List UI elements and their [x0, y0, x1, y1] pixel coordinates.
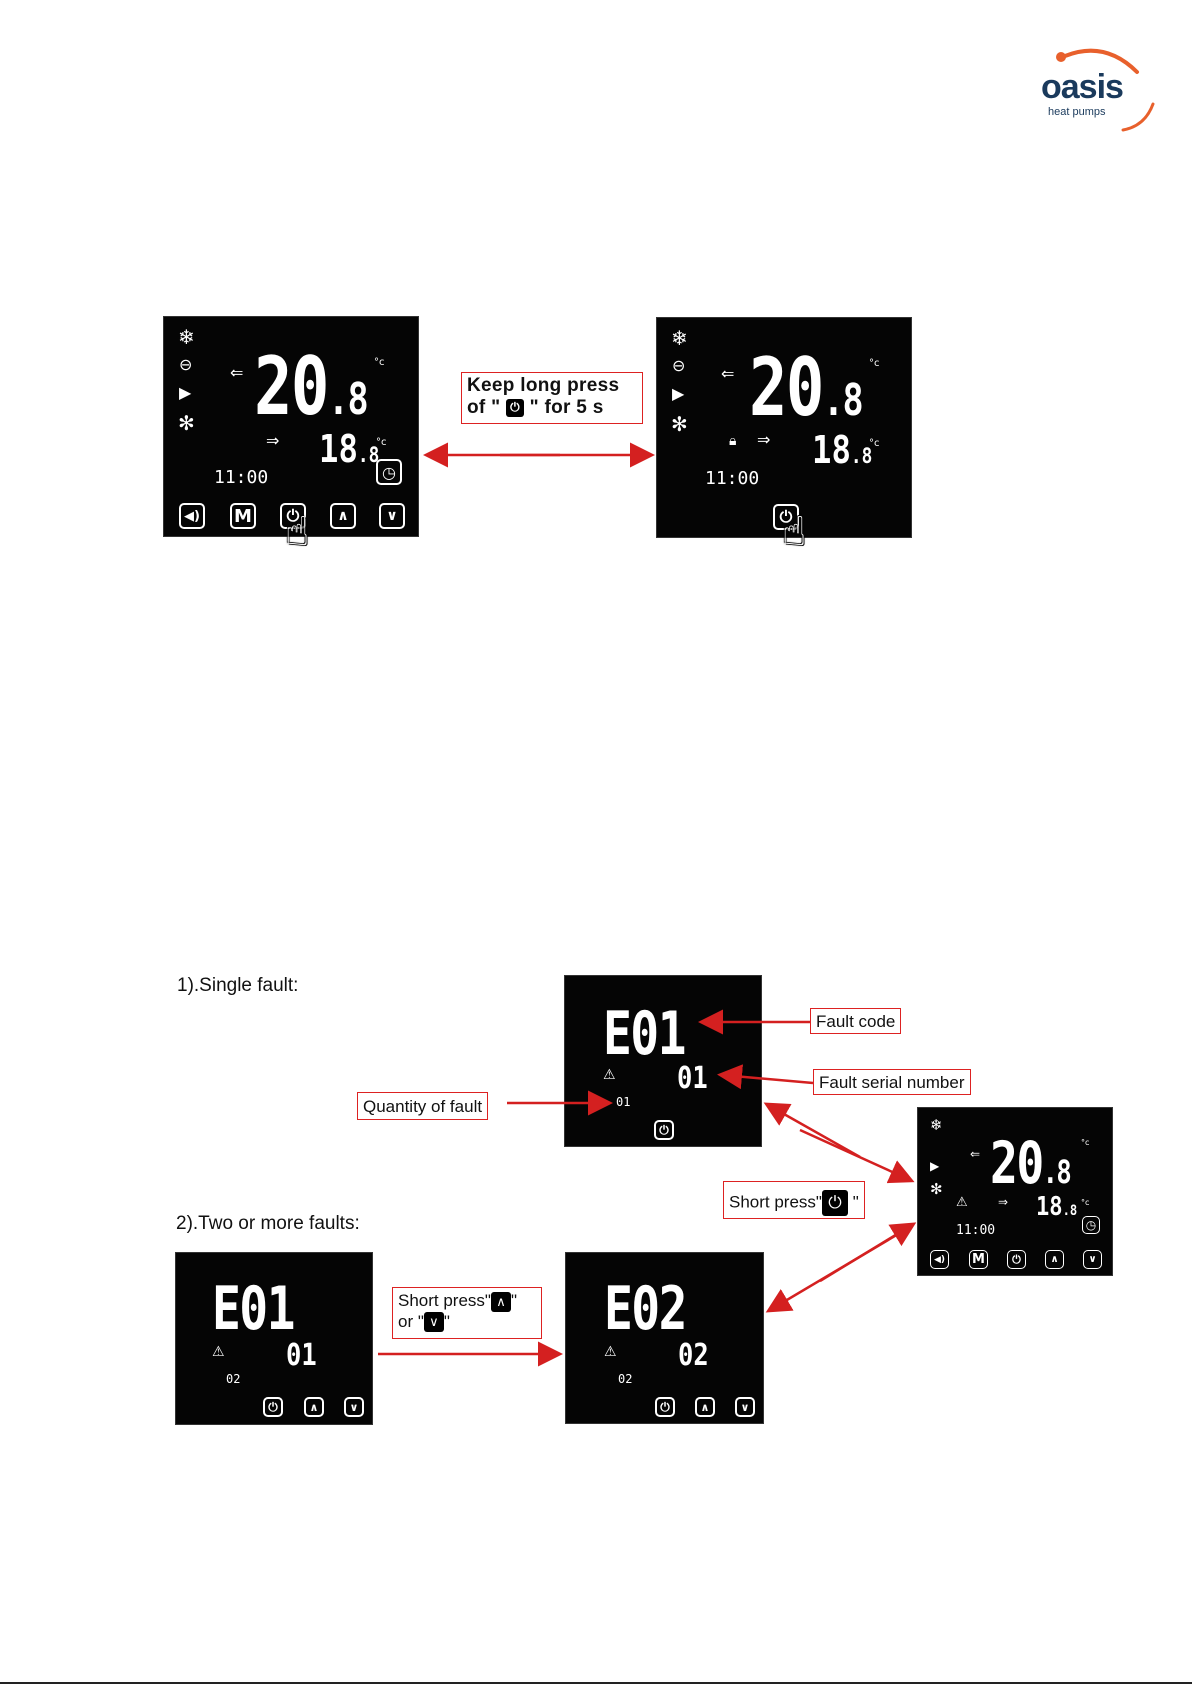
clock-time: 11:00: [956, 1223, 996, 1238]
inlet-icon: ⇐: [970, 1147, 981, 1161]
power-button[interactable]: ⏻: [263, 1397, 283, 1417]
logo-tagline: heat pumps: [1048, 106, 1106, 118]
warning-icon: ⚠: [604, 1344, 617, 1360]
mode-button[interactable]: M: [969, 1250, 988, 1269]
down-button[interactable]: ∨: [344, 1397, 364, 1417]
main-temperature: 20.8: [749, 341, 864, 434]
label-fault-serial: Fault serial number: [813, 1069, 971, 1095]
down-icon: ∨: [423, 1312, 444, 1333]
down-button[interactable]: ∨: [1083, 1250, 1102, 1269]
play-icon: ▶: [179, 383, 192, 402]
mode-minus-icon: ⊖: [672, 356, 686, 375]
footer-rule: [0, 1682, 1192, 1684]
mute-button[interactable]: ◀): [179, 503, 205, 529]
long-press-callout: Keep long press of " ⏻ " for 5 s: [461, 372, 643, 424]
power-button[interactable]: ⏻: [773, 504, 799, 530]
inlet-icon: ⇐: [230, 363, 244, 382]
sub-temperature: 18.8: [812, 428, 873, 472]
warning-icon: ⚠: [212, 1344, 225, 1360]
multi-fault-panel-1: E01 ⚠ 01 02 ⏻ ∧ ∨: [175, 1252, 373, 1425]
logo-wordmark: oasis: [1041, 68, 1124, 106]
down-button[interactable]: ∨: [735, 1397, 755, 1417]
timer-icon[interactable]: ◷: [1082, 1216, 1100, 1234]
main-unit: °c: [869, 358, 880, 369]
short-press-updown-callout: Short press"∧" or "∨": [392, 1287, 542, 1339]
fault-serial: 01: [286, 1338, 317, 1373]
fault-code: E01: [212, 1274, 296, 1344]
sub-unit: °c: [869, 438, 880, 449]
short-press-power-callout: Short press"⏻ ": [723, 1181, 865, 1219]
up-button[interactable]: ∧: [695, 1397, 715, 1417]
fault-quantity: 02: [226, 1372, 241, 1386]
main-temperature: 20.8: [990, 1129, 1072, 1197]
logo-swoosh-icon: [1056, 48, 1155, 132]
outlet-icon: ⇒: [266, 431, 280, 450]
mode-minus-icon: ⊖: [179, 355, 193, 374]
clock-time: 11:00: [214, 467, 269, 488]
up-button[interactable]: ∧: [1045, 1250, 1064, 1269]
sub-unit: °c: [1081, 1198, 1090, 1207]
pointing-hand-icon: ☝: [782, 509, 807, 555]
power-button[interactable]: ⏻: [654, 1120, 674, 1140]
controller-panel-locked: ❄ ⊖ ▶ ✻ ⇐ 20.8 °c 🔒︎ ⇒ 18.8 °c 11:00 ⏻: [656, 317, 912, 538]
sub-temperature: 18.8: [1036, 1192, 1078, 1222]
clock-time: 11:00: [705, 468, 760, 489]
up-button[interactable]: ∧: [304, 1397, 324, 1417]
up-icon: ∧: [490, 1291, 511, 1312]
snowflake-icon: ❄: [178, 325, 195, 349]
mute-button[interactable]: ◀): [930, 1250, 949, 1269]
mode-button[interactable]: M: [230, 503, 256, 529]
main-unit: °c: [374, 357, 385, 368]
power-button[interactable]: ⏻: [280, 503, 306, 529]
timer-icon[interactable]: ◷: [376, 459, 402, 485]
power-icon: ⏻: [821, 1190, 848, 1216]
snowflake-icon: ❄: [930, 1116, 943, 1134]
fault-code: E01: [603, 999, 687, 1069]
heading-multiple-faults: 2).Two or more faults:: [176, 1213, 360, 1234]
snowflake-icon: ❄: [671, 326, 688, 350]
fan-icon: ✻: [671, 412, 688, 436]
fan-icon: ✻: [930, 1180, 943, 1198]
lock-icon: 🔒︎: [729, 433, 737, 449]
fault-serial-arrow: [717, 1064, 814, 1090]
label-fault-quantity: Quantity of fault: [357, 1092, 489, 1120]
sub-unit: °c: [376, 437, 387, 448]
fan-icon: ✻: [178, 411, 195, 435]
outlet-icon: ⇒: [998, 1195, 1009, 1209]
inlet-icon: ⇐: [721, 364, 735, 383]
multi2-to-normal-arrow: [819, 1222, 917, 1283]
up-button[interactable]: ∧: [330, 503, 356, 529]
heading-single-fault: 1).Single fault:: [177, 975, 299, 996]
oasis-logo: oasis heat pumps: [1035, 44, 1165, 136]
outlet-icon: ⇒: [757, 430, 771, 449]
fault-code: E02: [604, 1274, 688, 1344]
fault-serial: 01: [677, 1061, 708, 1096]
warning-icon: ⚠: [603, 1067, 616, 1083]
multi-fault-panel-2: E02 ⚠ 02 02 ⏻ ∧ ∨: [565, 1252, 764, 1424]
power-button[interactable]: ⏻: [1007, 1250, 1026, 1269]
power-button[interactable]: ⏻: [655, 1397, 675, 1417]
play-icon: ▶: [672, 384, 685, 403]
label-fault-code: Fault code: [810, 1008, 902, 1034]
power-icon: ⏻: [506, 398, 525, 417]
main-unit: °c: [1081, 1138, 1090, 1147]
fault-quantity: 01: [616, 1095, 631, 1109]
normal-to-single-arrow: [763, 1102, 861, 1159]
warning-icon: ⚠: [956, 1195, 968, 1210]
main-temperature: 20.8: [254, 340, 369, 433]
fault-serial: 02: [678, 1338, 709, 1373]
normal-display-panel: ❄ ▶ ✻ ⇐ 20.8 °c ⚠ ⇒ 18.8 °c ◷ 11:00 ◀) M…: [917, 1107, 1113, 1276]
play-icon: ▶: [930, 1159, 940, 1173]
single-fault-panel: E01 ⚠ 01 01 ⏻: [564, 975, 762, 1147]
controller-panel-unlocked: ❄ ⊖ ▶ ✻ ⇐ 20.8 °c ⇒ 18.8 °c ◷ 11:00 ◀) M…: [163, 316, 419, 537]
down-button[interactable]: ∨: [379, 503, 405, 529]
sub-temperature: 18.8: [319, 427, 380, 471]
pointing-hand-icon: ☝: [285, 509, 310, 555]
fault-quantity: 02: [618, 1372, 633, 1386]
